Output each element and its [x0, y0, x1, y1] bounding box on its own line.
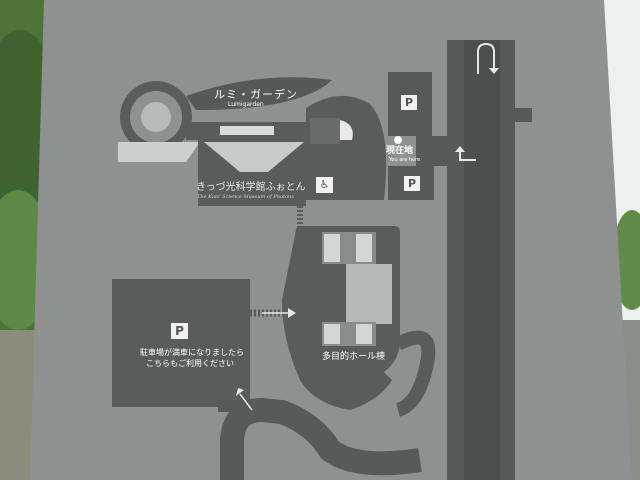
museum-half-moon [340, 120, 353, 140]
hall-road-curve [394, 330, 436, 417]
overflow-parking-lot [112, 279, 250, 407]
hall-stripe-c [324, 324, 340, 344]
main-road-lane [464, 40, 500, 480]
diagonal-arrow-icon [239, 393, 253, 411]
lumigarden-dome-inner [141, 102, 171, 132]
hall-label: 多目的ホール棟 [322, 352, 386, 362]
parking-exit [218, 400, 252, 412]
walkway-grid [220, 126, 274, 135]
museum-subtitle: The Kids' Science Museum of Photons [197, 194, 294, 200]
lumigarden-banner [186, 77, 332, 110]
parking-note-line2: こちらもご利用ください [146, 359, 234, 368]
current-location-dot [394, 136, 402, 144]
diagonal-arrow-head [236, 388, 244, 396]
hall-stripe-a [324, 234, 340, 262]
u-turn-arrow-icon [477, 42, 495, 74]
turn-arrow-head [455, 146, 465, 152]
plaza-light [118, 142, 200, 162]
access-road [220, 397, 422, 480]
parking-icon-overflow: P [171, 323, 188, 339]
lumigarden-title: ルミ・ガーデン [214, 88, 298, 101]
turn-arrow-icon [459, 150, 476, 161]
museum-stairs [310, 118, 340, 144]
entrance-road [416, 136, 452, 166]
parking-icon-north: P [401, 95, 417, 110]
museum-roof-light [204, 142, 304, 172]
lumigarden-subtitle: Lumigarden [228, 101, 264, 108]
u-turn-arrow-head [489, 68, 499, 74]
wheelchair-icon: ♿ [316, 177, 333, 193]
road-stub [512, 108, 532, 122]
current-location-label: 現在地 [386, 146, 414, 156]
parking-icon-south: P [404, 176, 420, 191]
hall-block-mid [346, 264, 392, 324]
parking-note-line1: 駐車場が満車になりましたら [140, 348, 244, 357]
museum-title: きっづ光科学館ふぉとん [196, 182, 306, 193]
current-location-sublabel: You are here [389, 157, 421, 163]
right-arrow-head [288, 308, 296, 318]
hall-stripe-d [356, 324, 372, 344]
hall-stripe-b [356, 234, 372, 262]
